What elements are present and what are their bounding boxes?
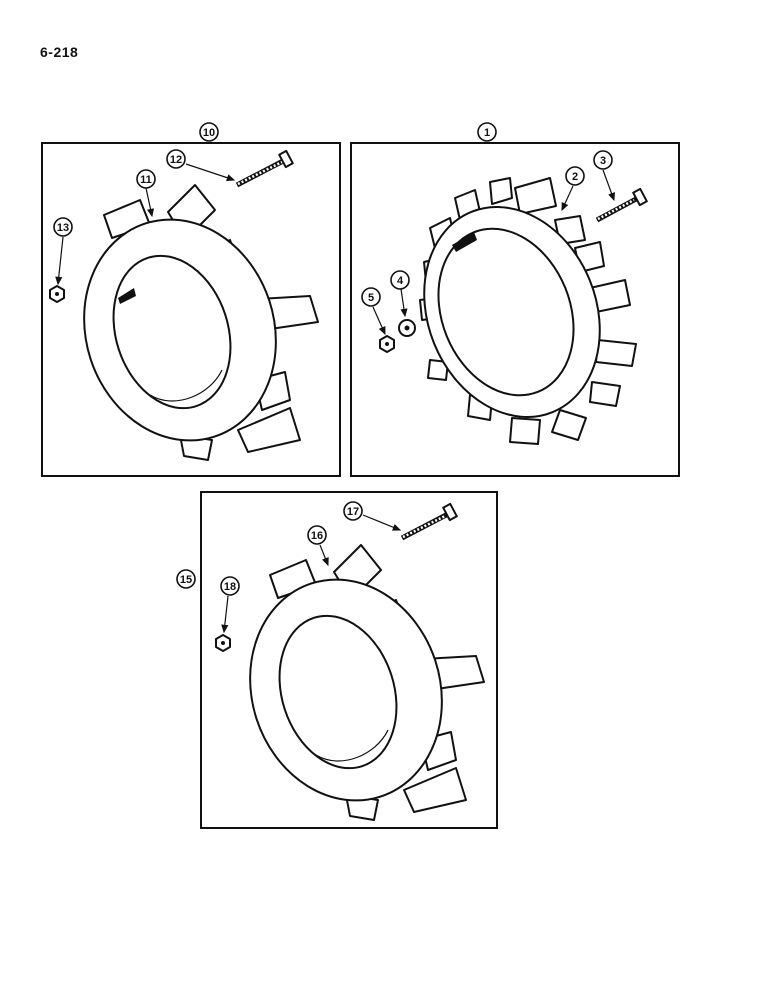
callout-18-label: 18 [224,581,236,593]
callout-13-label: 13 [57,222,69,234]
callout-17: 17 [343,501,363,521]
callout-3-label: 3 [600,155,606,167]
callout-5: 5 [361,287,381,307]
callout-12-label: 12 [170,154,182,166]
washer-4-drawing [398,319,416,337]
wheel-weight-toothed-drawing [419,177,637,445]
nut-13-drawing [49,285,65,303]
callout-15: 15 [176,569,196,589]
callout-10: 10 [199,122,219,142]
callout-17-label: 17 [347,506,359,518]
callout-3: 3 [593,150,613,170]
callout-11: 11 [136,169,156,189]
callout-4: 4 [390,270,410,290]
callout-12: 12 [166,149,186,169]
callout-16-label: 16 [311,530,323,542]
callout-10-label: 10 [203,127,215,139]
bolt-3-drawing [595,187,648,223]
bolt-12-drawing [235,149,294,188]
nut-18-drawing [215,634,231,652]
page-number: 6-218 [40,44,79,60]
leader-lines [55,163,615,634]
callout-4-label: 4 [397,275,404,287]
callout-13: 13 [53,217,73,237]
callout-5-label: 5 [368,292,374,304]
nut-5-drawing [379,335,395,353]
wheel-weight-drawing [83,184,319,461]
callout-2: 2 [565,166,585,186]
bolt-17-drawing [400,502,458,541]
callout-11-label: 11 [140,174,152,186]
callout-15-label: 15 [180,574,192,586]
callout-1-label: 1 [484,127,490,139]
wheel-weight-drawing-15 [249,544,485,821]
callout-2-label: 2 [572,171,578,183]
callout-18: 18 [220,576,240,596]
callout-1: 1 [477,122,497,142]
callout-16: 16 [307,525,327,545]
